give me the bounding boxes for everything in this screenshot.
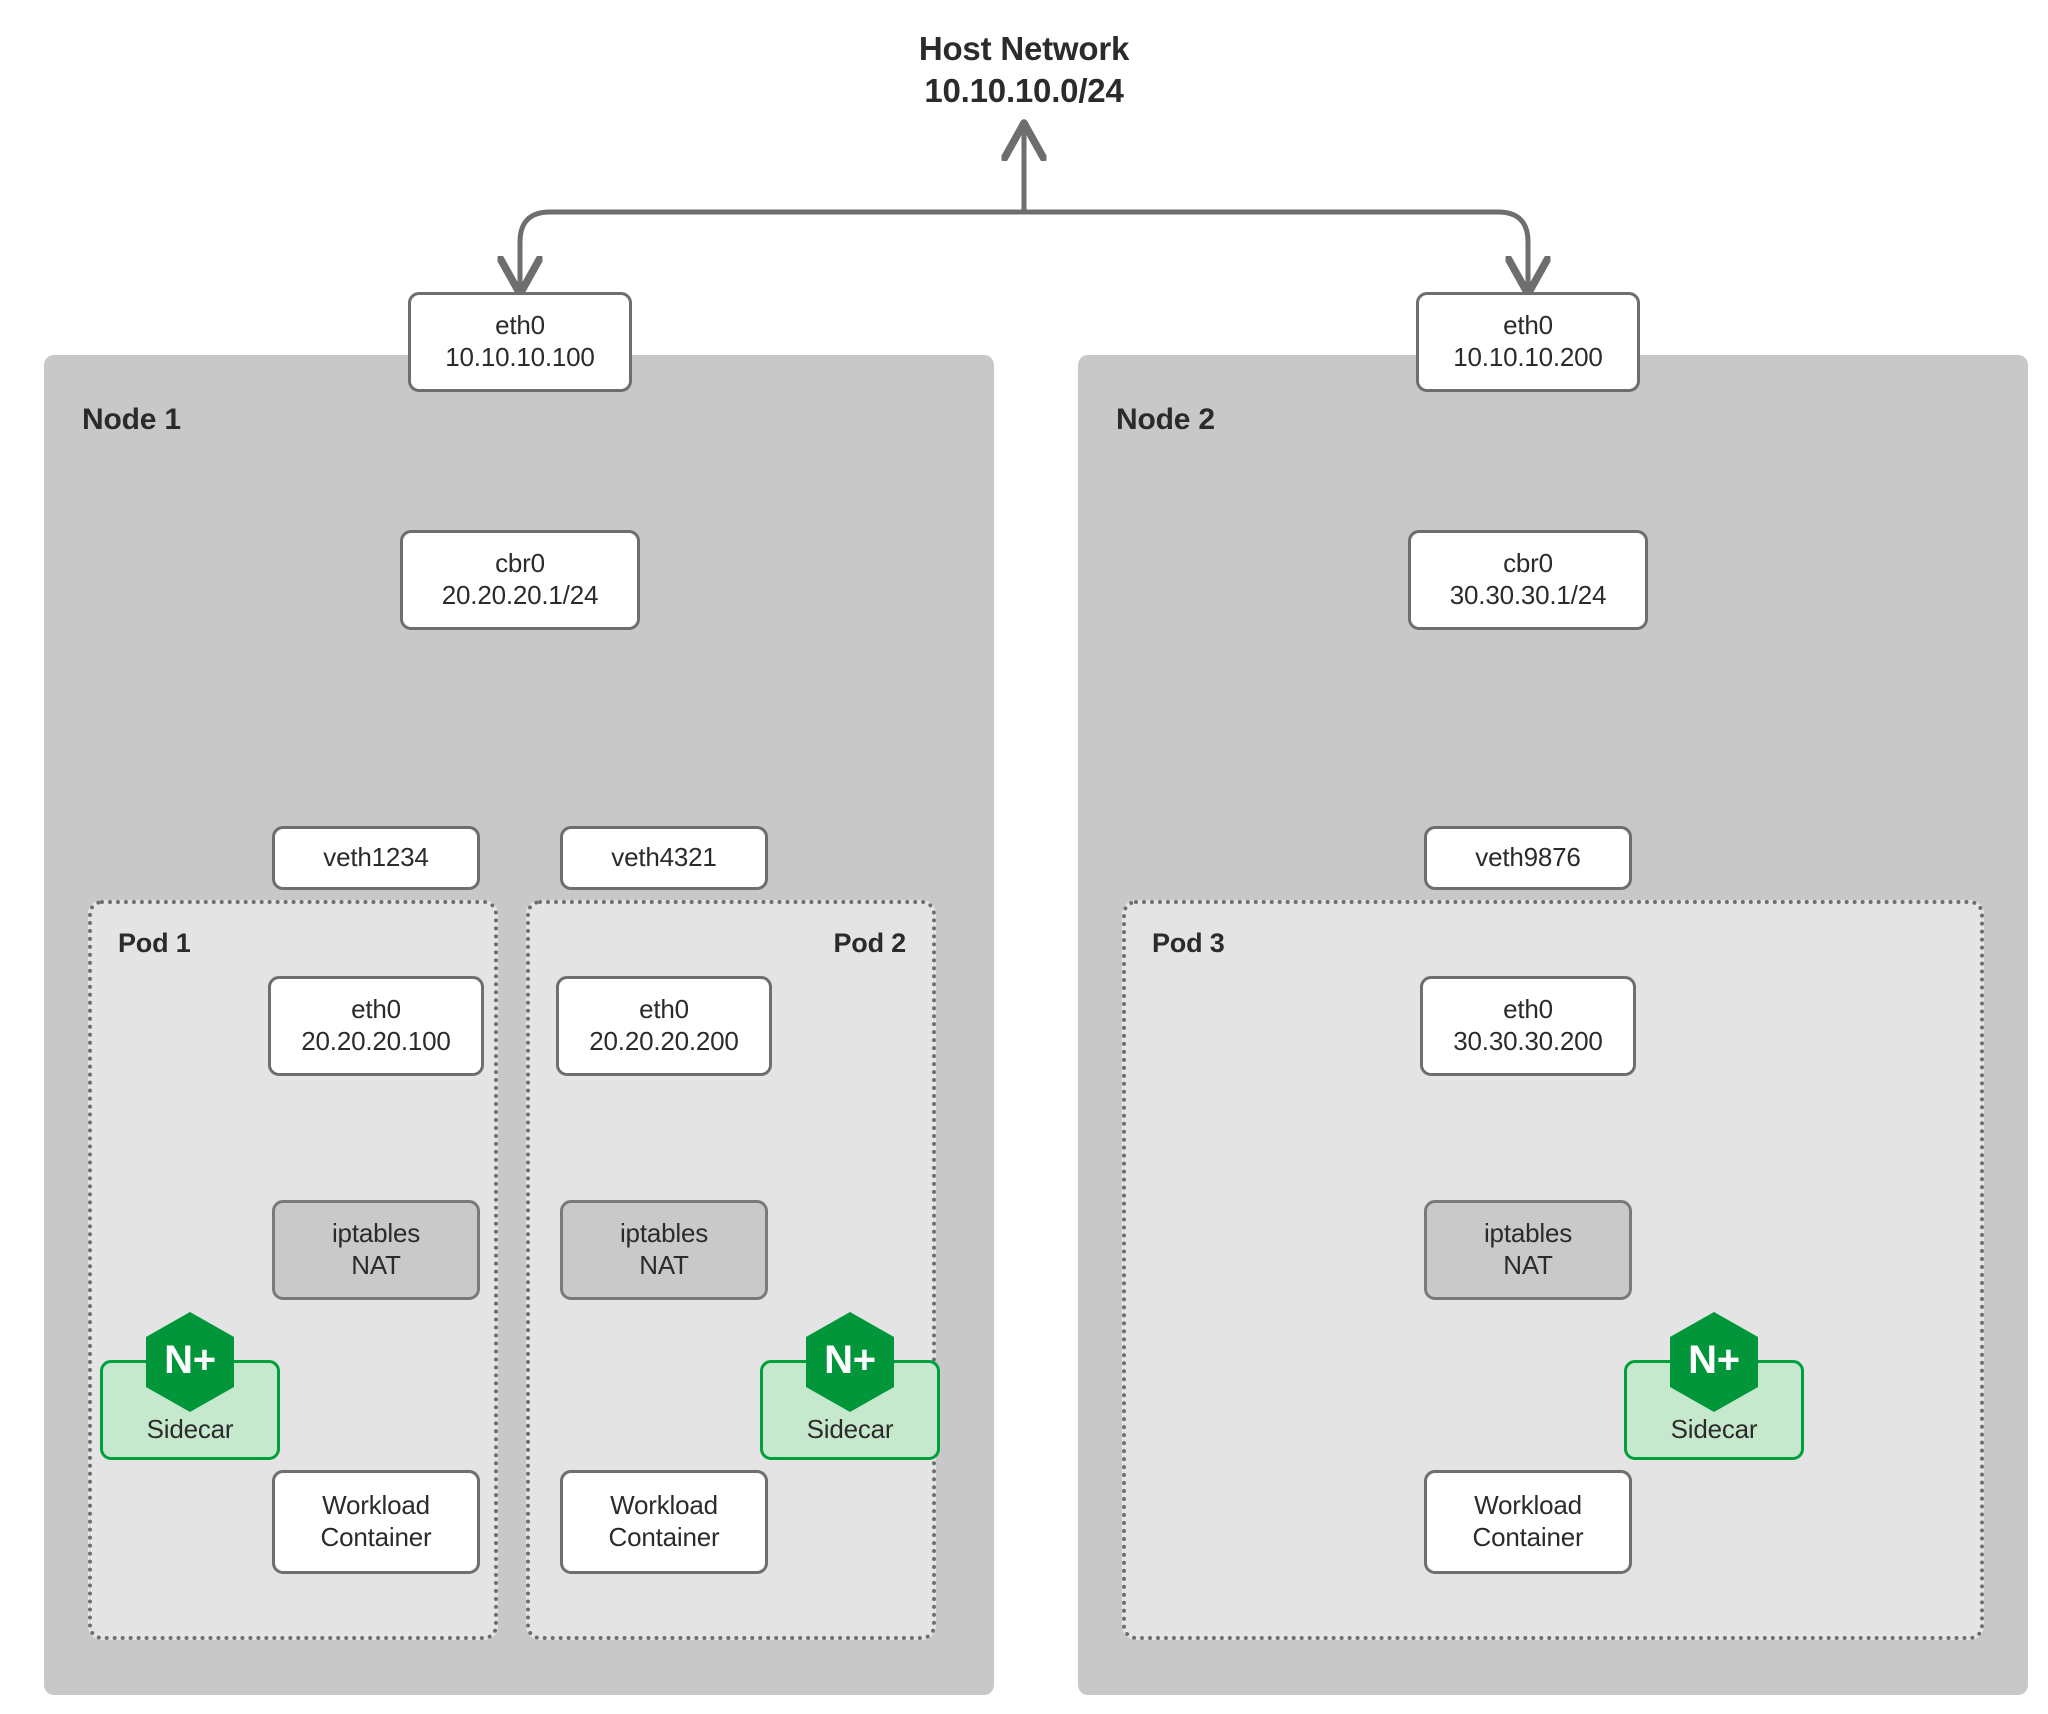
pod-2-nat-line1: iptables bbox=[619, 1218, 709, 1249]
svg-text:N+: N+ bbox=[164, 1338, 216, 1382]
pod-1-eth0-name: eth0 bbox=[351, 994, 401, 1025]
node-1-label: Node 1 bbox=[82, 403, 181, 436]
pod-3-eth0-ip: 30.30.30.200 bbox=[1453, 1026, 1603, 1056]
pod-2-iptables-nat-box[interactable]: iptables NAT bbox=[560, 1200, 768, 1300]
node-1-veth4321-box[interactable]: veth4321 bbox=[560, 826, 768, 890]
pod-3-label: Pod 3 bbox=[1152, 928, 1225, 958]
nginx-plus-icon: N+ bbox=[804, 1311, 896, 1413]
pod-2-workload-line2: Container bbox=[608, 1522, 720, 1552]
pod-2-nat-line2: NAT bbox=[639, 1250, 689, 1280]
pod-3-workload-line1: Workload bbox=[1474, 1490, 1582, 1521]
nginx-plus-icon: N+ bbox=[144, 1311, 236, 1413]
pod-1-nat-line2: NAT bbox=[351, 1250, 401, 1280]
pod-3-sidecar-box[interactable]: N+ Sidecar bbox=[1624, 1312, 1804, 1460]
pod-2-eth0-ip: 20.20.20.200 bbox=[589, 1026, 739, 1056]
pod-1-nat-line1: iptables bbox=[331, 1218, 421, 1249]
host-network-title: Host Network 10.10.10.0/24 bbox=[784, 28, 1264, 112]
pod-3-sidecar-label: Sidecar bbox=[1670, 1414, 1758, 1444]
node-1-veth4321-label: veth4321 bbox=[611, 842, 717, 873]
pod-1-eth0-box[interactable]: eth0 20.20.20.100 bbox=[268, 976, 484, 1076]
pod-1-iptables-nat-box[interactable]: iptables NAT bbox=[272, 1200, 480, 1300]
pod-3-nat-line2: NAT bbox=[1503, 1250, 1553, 1280]
pod-3-workload-line2: Container bbox=[1472, 1522, 1584, 1552]
pod-1-sidecar-label: Sidecar bbox=[146, 1414, 234, 1444]
host-network-title-line1: Host Network bbox=[918, 30, 1130, 67]
pod-3-nat-line1: iptables bbox=[1483, 1218, 1573, 1249]
nginx-plus-icon: N+ bbox=[1668, 1311, 1760, 1413]
wire-host-to-node2-eth0 bbox=[1024, 209, 1528, 292]
node-1-cbr0-box[interactable]: cbr0 20.20.20.1/24 bbox=[400, 530, 640, 630]
node-2-eth0-box[interactable]: eth0 10.10.10.200 bbox=[1416, 292, 1640, 392]
node-2-cbr0-name: cbr0 bbox=[1503, 548, 1553, 579]
pod-1-sidecar-box[interactable]: N+ Sidecar bbox=[100, 1312, 280, 1460]
pod-1-eth0-ip: 20.20.20.100 bbox=[301, 1026, 451, 1056]
node-1-veth1234-box[interactable]: veth1234 bbox=[272, 826, 480, 890]
node-1-eth0-name: eth0 bbox=[495, 310, 545, 341]
pod-2-sidecar-box[interactable]: N+ Sidecar bbox=[760, 1312, 940, 1460]
node-2-veth9876-label: veth9876 bbox=[1475, 842, 1581, 873]
node-2-cbr0-ip: 30.30.30.1/24 bbox=[1449, 580, 1607, 610]
node-2-veth9876-box[interactable]: veth9876 bbox=[1424, 826, 1632, 890]
node-1-cbr0-ip: 20.20.20.1/24 bbox=[441, 580, 599, 610]
pod-2-workload-container-box[interactable]: Workload Container bbox=[560, 1470, 768, 1574]
wire-host-to-node1-eth0 bbox=[520, 209, 1024, 292]
pod-3-eth0-name: eth0 bbox=[1503, 994, 1553, 1025]
pod-3-eth0-box[interactable]: eth0 30.30.30.200 bbox=[1420, 976, 1636, 1076]
pod-1-workload-line2: Container bbox=[320, 1522, 432, 1552]
node-2-eth0-ip: 10.10.10.200 bbox=[1453, 342, 1603, 372]
node-1-eth0-ip: 10.10.10.100 bbox=[445, 342, 595, 372]
pod-1-workload-container-box[interactable]: Workload Container bbox=[272, 1470, 480, 1574]
pod-1-label: Pod 1 bbox=[118, 928, 191, 958]
pod-2-label: Pod 2 bbox=[833, 928, 906, 958]
node-1-veth1234-label: veth1234 bbox=[323, 842, 429, 873]
node-2-cbr0-box[interactable]: cbr0 30.30.30.1/24 bbox=[1408, 530, 1648, 630]
pod-2-eth0-name: eth0 bbox=[639, 994, 689, 1025]
pod-3-iptables-nat-box[interactable]: iptables NAT bbox=[1424, 1200, 1632, 1300]
node-2-label: Node 2 bbox=[1116, 403, 1215, 436]
node-1-cbr0-name: cbr0 bbox=[495, 548, 545, 579]
node-1-eth0-box[interactable]: eth0 10.10.10.100 bbox=[408, 292, 632, 392]
pod-1-workload-line1: Workload bbox=[322, 1490, 430, 1521]
svg-text:N+: N+ bbox=[824, 1338, 876, 1382]
pod-3-workload-container-box[interactable]: Workload Container bbox=[1424, 1470, 1632, 1574]
pod-2-eth0-box[interactable]: eth0 20.20.20.200 bbox=[556, 976, 772, 1076]
pod-2-workload-line1: Workload bbox=[610, 1490, 718, 1521]
svg-text:N+: N+ bbox=[1688, 1338, 1740, 1382]
node-2-eth0-name: eth0 bbox=[1503, 310, 1553, 341]
host-network-title-line2: 10.10.10.0/24 bbox=[924, 72, 1124, 110]
pod-2-sidecar-label: Sidecar bbox=[806, 1414, 894, 1444]
